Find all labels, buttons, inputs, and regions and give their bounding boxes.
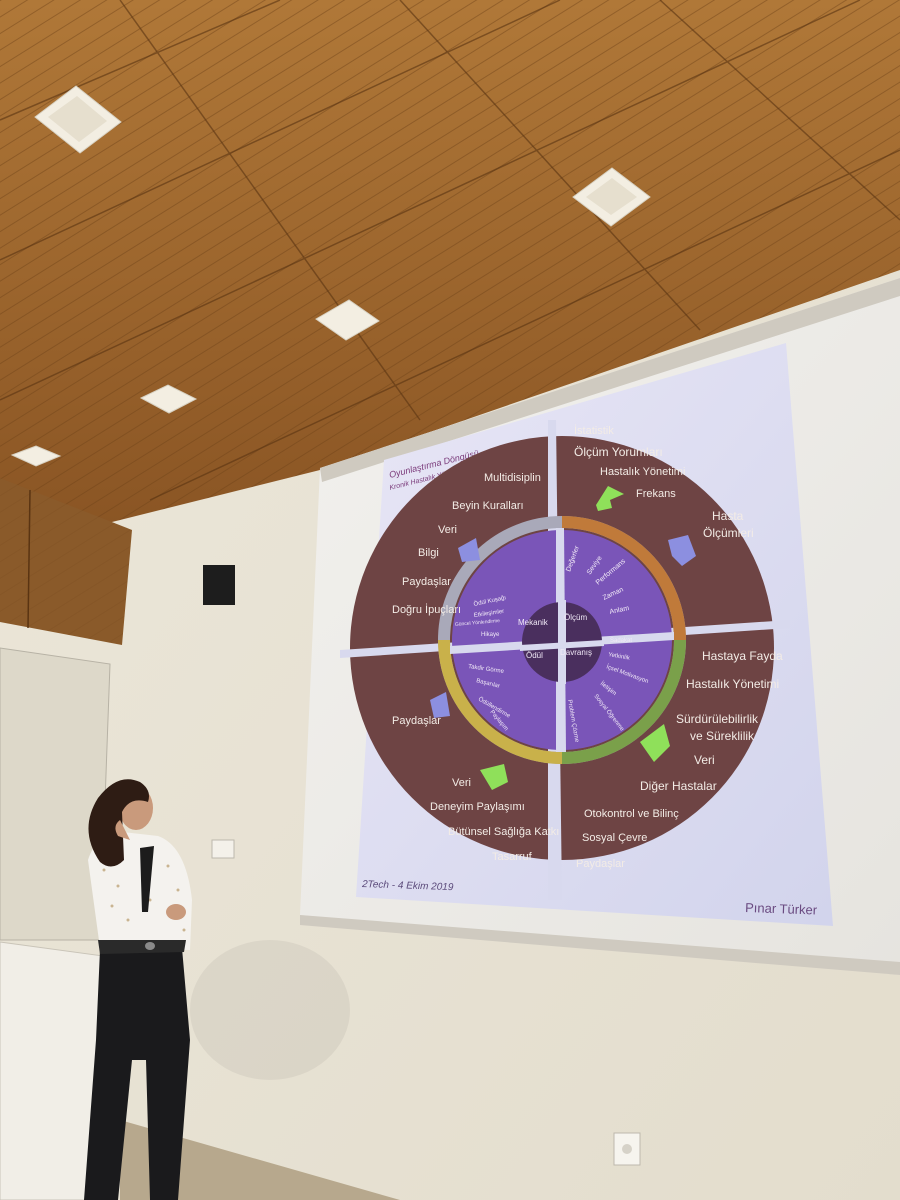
light-switch bbox=[211, 839, 235, 859]
ceiling-lights bbox=[10, 85, 651, 467]
quadrant-br-labels: Hastaya Fayda Hastalık Yönetimi Sürdürül… bbox=[576, 649, 783, 870]
slide-footer-left: 2Tech - 4 Ekim 2019 bbox=[361, 879, 454, 893]
svg-text:Sürdürülebilirlik: Sürdürülebilirlik bbox=[676, 712, 759, 726]
hub-olcum: Ölçüm bbox=[564, 613, 587, 622]
arrow-top bbox=[596, 486, 624, 511]
svg-text:Beyin Kuralları: Beyin Kuralları bbox=[452, 500, 524, 512]
wall-shadow bbox=[190, 940, 350, 1080]
hub-odul: Ödül bbox=[526, 651, 543, 660]
svg-text:Hastaya Fayda: Hastaya Fayda bbox=[702, 649, 783, 663]
hub-davranis: Davranış bbox=[560, 648, 592, 657]
quadrant-bl-labels: Paydaşlar Veri Deneyim Paylaşımı Bütünse… bbox=[392, 715, 559, 863]
svg-text:Bütünsel Sağlığa Katkı: Bütünsel Sağlığa Katkı bbox=[448, 826, 559, 838]
svg-text:Başarılar: Başarılar bbox=[476, 678, 501, 690]
svg-text:Multidisiplin: Multidisiplin bbox=[484, 472, 541, 484]
svg-text:Doğru İpuçları: Doğru İpuçları bbox=[392, 603, 461, 616]
svg-text:Veri: Veri bbox=[438, 524, 457, 536]
svg-text:Tasarruf: Tasarruf bbox=[492, 851, 533, 863]
svg-text:Deneyim Paylaşımı: Deneyim Paylaşımı bbox=[430, 801, 525, 813]
slide-footer-right: Pınar Türker bbox=[745, 900, 818, 918]
arrow-right-blue bbox=[668, 535, 696, 566]
slide: Oyunlaştırma Döngüsü Kronik Hastalık Yön… bbox=[340, 343, 833, 926]
arrow-bottom-right bbox=[640, 724, 670, 762]
svg-text:Otokontrol ve Bilinç: Otokontrol ve Bilinç bbox=[584, 808, 679, 820]
svg-text:Ölçüm Yorumları: Ölçüm Yorumları bbox=[574, 445, 663, 459]
arrow-left-blue bbox=[430, 692, 450, 718]
arrow-bottom-left bbox=[480, 764, 508, 790]
svg-text:Hasta: Hasta bbox=[712, 509, 744, 523]
svg-text:Yetkinlik: Yetkinlik bbox=[608, 652, 631, 662]
svg-text:Hikaye: Hikaye bbox=[481, 632, 500, 638]
svg-text:Güncel Yönlendirme: Güncel Yönlendirme bbox=[455, 618, 501, 628]
svg-text:Sadakat: Sadakat bbox=[610, 638, 632, 644]
svg-text:Paydaşlar: Paydaşlar bbox=[392, 715, 441, 727]
svg-text:Hastalık Yönetimi: Hastalık Yönetimi bbox=[600, 466, 685, 478]
svg-text:Bilgi: Bilgi bbox=[418, 547, 439, 559]
podium bbox=[0, 941, 119, 1200]
hub-mekanik: Mekanik bbox=[518, 618, 549, 627]
svg-text:Veri: Veri bbox=[452, 777, 471, 789]
wooden-ceiling bbox=[0, 0, 900, 525]
quadrant-tr-labels: İstatistik Ölçüm Yorumları Hastalık Yöne… bbox=[574, 424, 754, 540]
wood-wall-panel bbox=[0, 478, 132, 645]
svg-text:Veri: Veri bbox=[694, 753, 715, 767]
svg-text:Paydaşlar: Paydaşlar bbox=[402, 576, 451, 588]
floor bbox=[120, 1120, 400, 1200]
speaker bbox=[203, 565, 235, 605]
svg-text:Ölçümleri: Ölçümleri bbox=[703, 526, 754, 540]
svg-text:İstatistik: İstatistik bbox=[574, 424, 614, 437]
svg-text:Paydaşlar: Paydaşlar bbox=[576, 858, 625, 870]
svg-text:Takdir Görme: Takdir Görme bbox=[468, 664, 505, 675]
svg-text:ve Süreklilik: ve Süreklilik bbox=[690, 729, 755, 743]
quadrant-tl-labels: Multidisiplin Beyin Kuralları Veri Bilgi… bbox=[392, 472, 541, 616]
svg-text:Frekans: Frekans bbox=[636, 488, 676, 500]
presenter bbox=[84, 779, 192, 1200]
svg-text:Etkileşimler: Etkileşimler bbox=[473, 609, 504, 619]
svg-text:Hastalık Yönetimi: Hastalık Yönetimi bbox=[686, 677, 779, 691]
svg-text:Sosyal Çevre: Sosyal Çevre bbox=[582, 832, 647, 844]
svg-text:Diğer Hastalar: Diğer Hastalar bbox=[640, 779, 717, 793]
svg-text:Anlam: Anlam bbox=[609, 605, 630, 616]
arrow-left-top-blue bbox=[458, 538, 480, 562]
